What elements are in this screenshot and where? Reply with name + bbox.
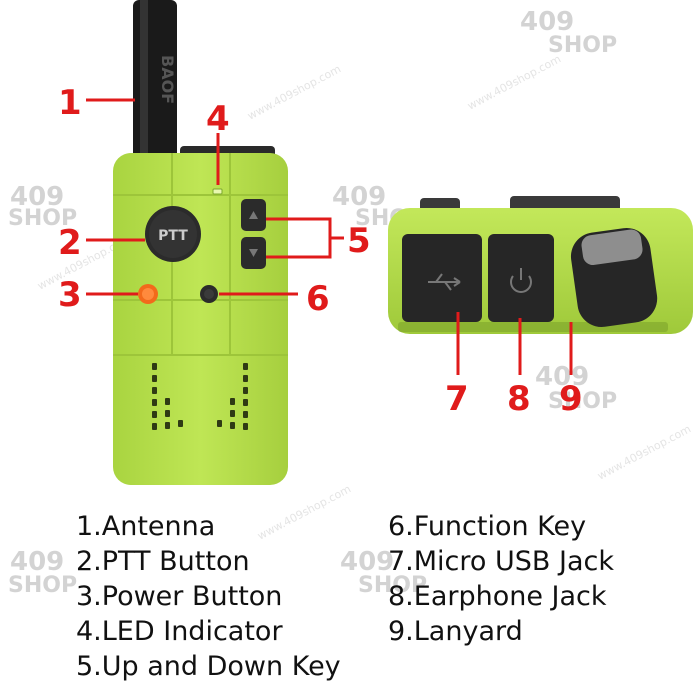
callout-1: 1 [58, 83, 82, 123]
legend-item: 4.LED Indicator [76, 616, 283, 647]
watermark-site: www.409shop.com [465, 52, 563, 112]
led-indicator [212, 188, 223, 195]
function-key[interactable] [200, 285, 218, 303]
callout-lines [86, 98, 573, 375]
legend-left-column: 1.Antenna 2.PTT Button 3.Power Button 4.… [76, 509, 341, 684]
watermark-site: www.409shop.com [595, 422, 693, 482]
callout-8: 8 [507, 379, 531, 419]
watermark-brand-top: 409 [520, 7, 574, 37]
callout-6: 6 [306, 279, 330, 319]
usb-icon [428, 273, 461, 291]
legend-item: 6.Function Key [388, 511, 587, 542]
antenna: BAOF [133, 0, 177, 160]
down-arrow-icon [249, 249, 258, 257]
watermark-site: www.409shop.com [245, 62, 343, 122]
legend-item: 9.Lanyard [388, 616, 523, 647]
legend-item: 8.Earphone Jack [388, 581, 607, 612]
watermark-brand-top: 409 [10, 182, 64, 212]
callout-4: 4 [206, 99, 230, 139]
watermark-brand-bottom: SHOP [358, 573, 427, 598]
callout-9: 9 [559, 379, 583, 419]
watermark-brand-bottom: SHOP [548, 389, 617, 414]
radio-front-view: PTT [113, 146, 288, 485]
watermark-brand-top: 409 [535, 362, 589, 392]
earphone-jack[interactable] [488, 234, 554, 322]
watermark-brand-top: 409 [10, 547, 64, 577]
watermark-brand-top: 409 [332, 182, 386, 212]
down-key[interactable] [241, 237, 266, 269]
radio-side-view [388, 196, 693, 334]
callout-numbers: 1 2 3 4 5 6 7 8 9 [58, 83, 583, 419]
legend-item: 3.Power Button [76, 581, 283, 612]
callout-7: 7 [445, 379, 469, 419]
ptt-label: PTT [158, 228, 188, 244]
legend-item: 2.PTT Button [76, 546, 250, 577]
legend-item: 5.Up and Down Key [76, 651, 341, 682]
legend-item: 7.Micro USB Jack [388, 546, 615, 577]
callout-5: 5 [347, 221, 371, 261]
up-key[interactable] [241, 199, 266, 231]
micro-usb-jack[interactable] [402, 234, 482, 322]
watermark-brand-bottom: SHOP [8, 206, 77, 231]
watermark-brand-bottom: SHOP [548, 33, 617, 58]
legend-item: 1.Antenna [76, 511, 216, 542]
callout-3: 3 [58, 275, 82, 315]
lanyard [570, 227, 658, 327]
watermark-brand-bottom: SHOP [8, 573, 77, 598]
callout-2: 2 [58, 223, 82, 263]
antenna-brand-text: BAOF [158, 55, 177, 104]
speaker-grill [152, 363, 248, 430]
ptt-button[interactable]: PTT [145, 206, 201, 262]
power-button[interactable] [138, 284, 158, 304]
power-icon [510, 268, 532, 293]
legend-right-column: 6.Function Key 7.Micro USB Jack 8.Earpho… [388, 509, 614, 649]
up-arrow-icon [249, 211, 258, 219]
watermark-brand-top: 409 [340, 547, 394, 577]
